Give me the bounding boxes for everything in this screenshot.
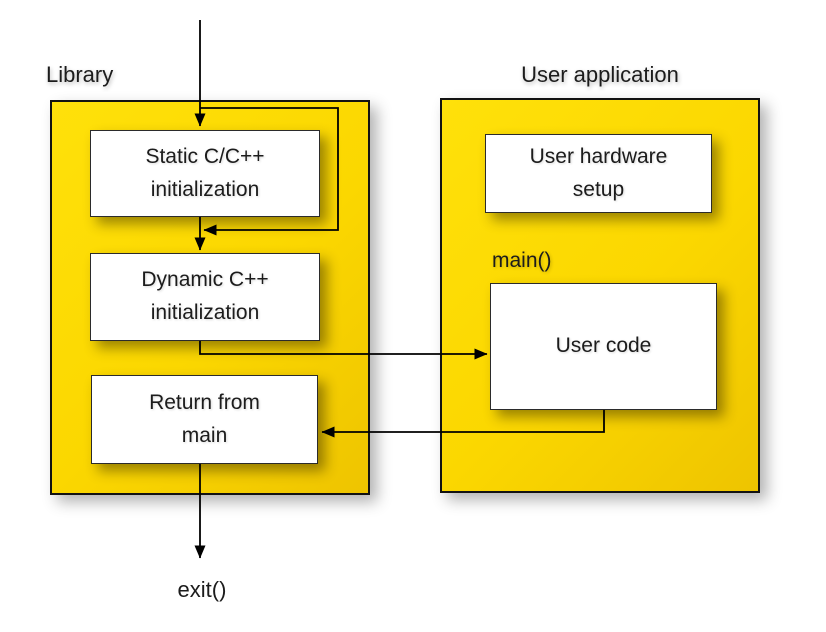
return-from-main-label: Return from main bbox=[149, 390, 260, 447]
user-code-box: User code bbox=[490, 283, 717, 410]
user-application-title: User application bbox=[521, 62, 679, 87]
user-hardware-setup-label: User hardware setup bbox=[529, 144, 668, 201]
return-from-main-box: Return from main bbox=[91, 375, 318, 464]
static-init-box: Static C/C++ initialization bbox=[90, 130, 320, 217]
static-init-label: Static C/C++ initialization bbox=[145, 144, 265, 201]
library-title: Library bbox=[46, 62, 114, 87]
main-function-label: main() bbox=[492, 249, 552, 272]
dynamic-init-box: Dynamic C++ initialization bbox=[90, 253, 320, 341]
dynamic-init-label: Dynamic C++ initialization bbox=[141, 268, 269, 324]
user-hardware-setup-box: User hardware setup bbox=[485, 134, 712, 213]
exit-function-label: exit() bbox=[177, 577, 227, 602]
user-code-label: User code bbox=[555, 334, 652, 358]
